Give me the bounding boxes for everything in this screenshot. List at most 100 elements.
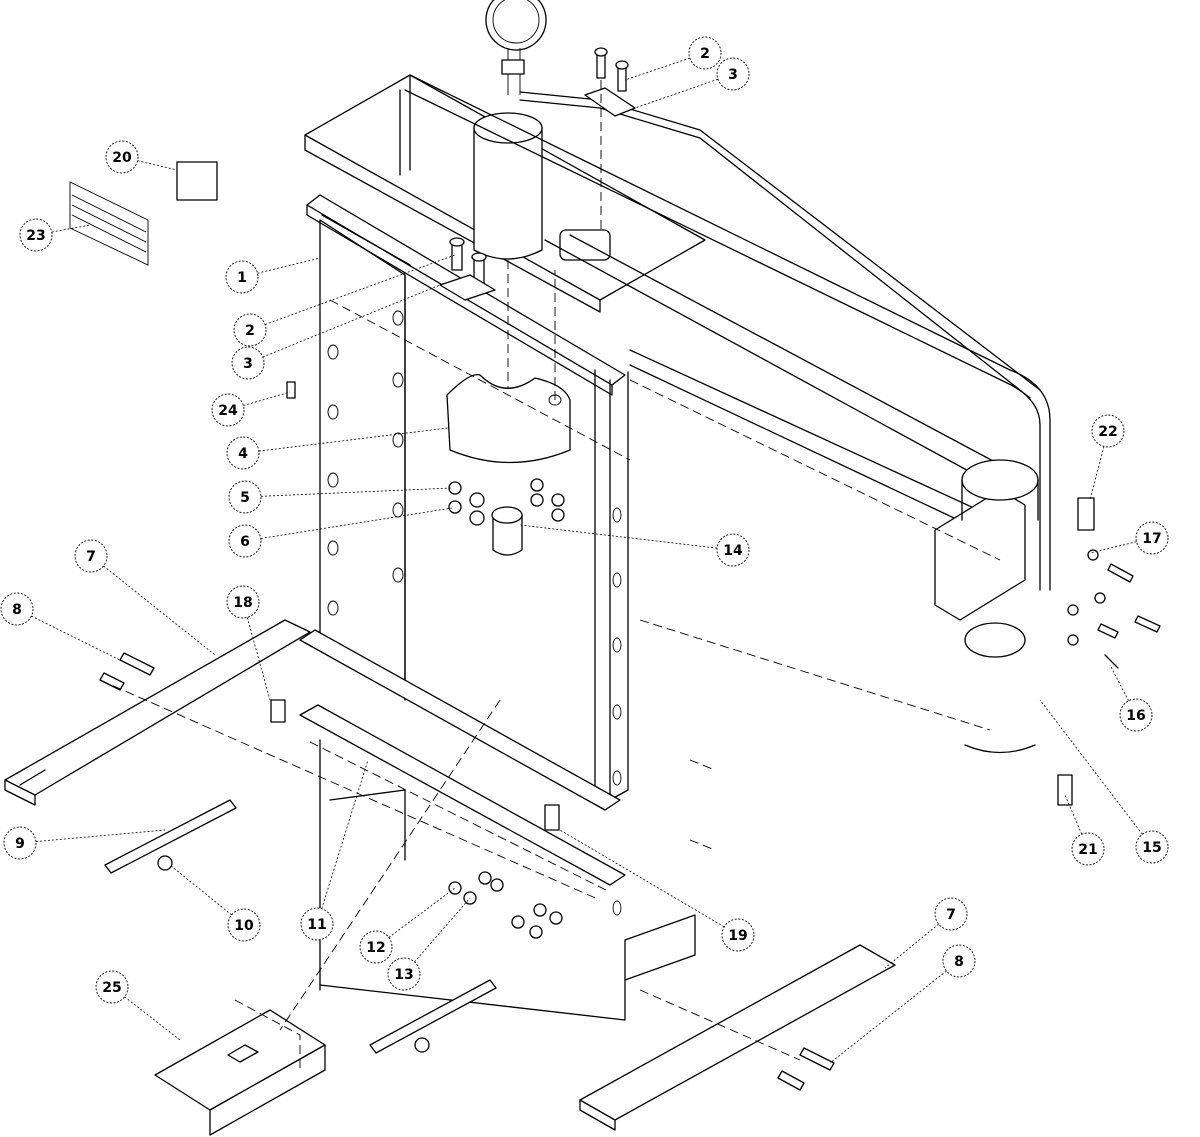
top-right-bolts <box>584 47 636 230</box>
leader-line-7 <box>884 923 939 969</box>
decals <box>69 161 1095 806</box>
leader-line-1 <box>257 257 321 274</box>
leader-line-11 <box>321 759 369 909</box>
foot-right <box>579 944 896 1131</box>
callout-label: 14 <box>723 543 743 559</box>
callout-7: 7 <box>74 539 108 573</box>
callout-circle <box>3 826 37 860</box>
callout-4: 4 <box>226 436 260 470</box>
lower-nuts <box>448 871 563 939</box>
callout-3: 3 <box>231 346 265 380</box>
callout-14: 14 <box>716 533 750 567</box>
callout-circle <box>95 970 129 1004</box>
boom-arm <box>404 74 1051 591</box>
callout-label: 25 <box>102 980 121 996</box>
callout-label: 20 <box>112 150 132 166</box>
callout-3: 3 <box>716 57 750 91</box>
ram-plug <box>491 506 523 556</box>
leader-line-19 <box>559 829 725 928</box>
callout-9: 9 <box>3 826 37 860</box>
callout-25: 25 <box>95 970 129 1004</box>
callout-label: 2 <box>245 323 255 339</box>
callout-label: 2 <box>700 46 710 62</box>
callout-circle <box>1071 832 1105 866</box>
callout-circle <box>942 944 976 978</box>
callout-circle <box>1135 521 1169 555</box>
leader-line-9 <box>35 829 166 842</box>
leader-line-10 <box>169 864 232 916</box>
leader-line-2 <box>264 254 456 325</box>
callout-11: 11 <box>300 907 334 941</box>
callout-label: 4 <box>238 446 248 462</box>
callout-label: 7 <box>946 907 956 923</box>
callout-2: 2 <box>688 36 722 70</box>
leader-line-23 <box>51 224 91 233</box>
callout-10: 10 <box>227 908 261 942</box>
callout-circle <box>231 346 265 380</box>
leader-line-17 <box>1089 541 1137 554</box>
leader-line-14 <box>519 524 718 549</box>
callout-circle <box>688 36 722 70</box>
callout-17: 17 <box>1135 521 1169 555</box>
callout-circle <box>211 393 245 427</box>
callout-label: 24 <box>218 403 238 419</box>
leader-line-22 <box>1089 446 1105 501</box>
callout-label: 3 <box>728 67 738 83</box>
callout-24: 24 <box>211 393 245 427</box>
callout-circle <box>387 957 421 991</box>
callout-19: 19 <box>721 918 755 952</box>
callout-circle <box>1135 830 1169 864</box>
leader-line-21 <box>1064 794 1083 835</box>
saddle <box>446 374 571 464</box>
callout-label: 6 <box>240 534 250 550</box>
leader-line-8 <box>829 970 947 1064</box>
callout-circle <box>226 585 260 619</box>
callout-circle <box>74 539 108 573</box>
leader-line-2 <box>624 57 690 81</box>
callout-circle <box>227 908 261 942</box>
frame-holes <box>327 310 622 916</box>
callout-label: 19 <box>728 928 747 944</box>
leader-line-12 <box>388 887 456 938</box>
pins <box>104 799 497 1054</box>
callout-label: 21 <box>1078 842 1097 858</box>
callout-8: 8 <box>942 944 976 978</box>
leader-lines <box>31 57 1143 1064</box>
callout-label: 10 <box>234 918 254 934</box>
callout-label: 17 <box>1142 531 1161 547</box>
callout-label: 3 <box>243 356 253 372</box>
callout-circle <box>716 533 750 567</box>
callout-23: 23 <box>19 218 53 252</box>
foot-left <box>4 619 311 806</box>
leader-line-24 <box>243 391 291 406</box>
leader-line-16 <box>1109 664 1129 701</box>
leader-line-15 <box>1039 699 1143 835</box>
callout-label: 16 <box>1126 708 1145 724</box>
callout-label: 7 <box>86 549 96 565</box>
callout-label: 12 <box>366 940 385 956</box>
leader-line-3 <box>634 78 719 109</box>
callout-label: 15 <box>1142 840 1161 856</box>
callout-16: 16 <box>1119 698 1153 732</box>
leader-line-25 <box>124 996 181 1041</box>
callout-2: 2 <box>233 313 267 347</box>
callout-label: 9 <box>15 836 25 852</box>
callout-22: 22 <box>1091 414 1125 448</box>
callout-label: 8 <box>954 954 964 970</box>
bending-plates <box>154 999 326 1136</box>
leader-line-13 <box>414 897 471 963</box>
callout-label: 8 <box>12 602 22 618</box>
winch-assembly <box>934 459 1161 754</box>
callout-circle <box>226 436 260 470</box>
leader-line-20 <box>137 160 178 171</box>
callout-20: 20 <box>105 140 139 174</box>
callout-circle <box>105 140 139 174</box>
callout-circle <box>359 930 393 964</box>
nuts-washers <box>448 478 565 526</box>
callout-label: 1 <box>237 270 247 286</box>
callout-6: 6 <box>228 524 262 558</box>
leader-line-7 <box>103 565 216 656</box>
bed-beam <box>299 629 696 1021</box>
top-bolts <box>439 237 496 301</box>
leader-line-6 <box>260 507 453 539</box>
